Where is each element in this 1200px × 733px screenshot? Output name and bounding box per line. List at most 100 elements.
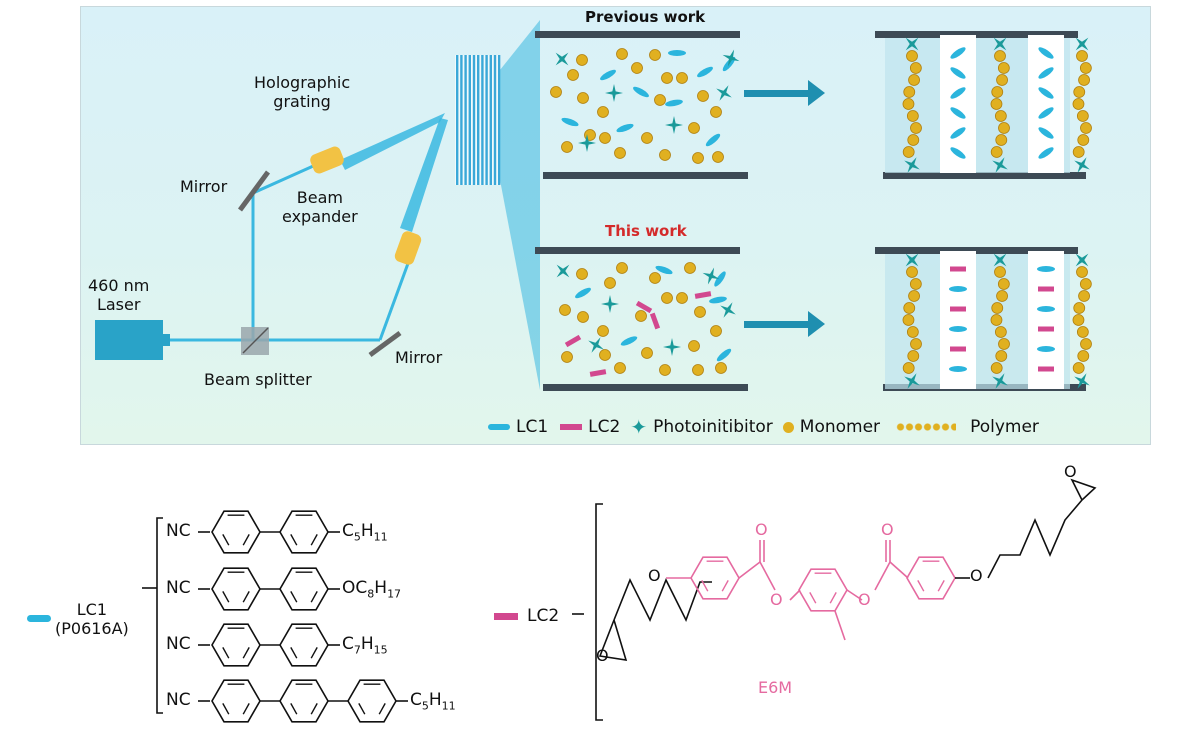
photoinitiator bbox=[992, 157, 1008, 173]
ring-double-bond bbox=[290, 591, 298, 603]
lc1-molecule bbox=[709, 296, 727, 304]
photoinitiator-shape bbox=[555, 52, 569, 66]
bond bbox=[738, 561, 761, 579]
left-epoxide-oxygen: O bbox=[596, 646, 609, 665]
lc1-molecule bbox=[633, 86, 649, 98]
ring-double-bond bbox=[917, 580, 925, 592]
monomer bbox=[903, 86, 916, 98]
ring-double-bond bbox=[829, 592, 837, 604]
monomer bbox=[906, 326, 919, 338]
ring-double-bond bbox=[310, 591, 318, 603]
legend-polymer: Polymer bbox=[970, 417, 1039, 437]
ring-double-bond bbox=[222, 703, 230, 715]
lc1-molecule bbox=[1037, 266, 1055, 272]
ring-double-bond bbox=[222, 534, 230, 546]
lc2-molecule bbox=[1038, 326, 1054, 332]
monomer bbox=[659, 149, 671, 161]
lc1-molecule bbox=[949, 286, 967, 292]
lc1-molecule bbox=[561, 117, 579, 127]
monomer bbox=[635, 310, 647, 322]
photoinitiator bbox=[904, 373, 920, 389]
chemical-structures bbox=[142, 478, 1097, 723]
lc2-molecule bbox=[1038, 286, 1054, 292]
monomer bbox=[1072, 98, 1085, 110]
lc1-code: (P0616A) bbox=[55, 619, 129, 638]
photoinitiator bbox=[1075, 253, 1089, 267]
e6m-ring-1 bbox=[690, 556, 740, 600]
grating-line bbox=[472, 55, 476, 185]
monomer bbox=[995, 350, 1008, 362]
monomer bbox=[994, 110, 1007, 122]
lc1-molecule bbox=[1037, 306, 1055, 312]
monomer bbox=[654, 94, 666, 106]
carbonyl-oxygen-2: O bbox=[881, 520, 894, 539]
monomer bbox=[1079, 62, 1092, 74]
photoinitiator bbox=[588, 337, 604, 353]
monomer bbox=[577, 311, 589, 323]
monomer bbox=[661, 72, 673, 84]
photoinitiator bbox=[578, 134, 596, 152]
beam-expander-upper bbox=[310, 146, 344, 174]
photoinitiator-shape bbox=[1075, 37, 1089, 51]
photoinitiator bbox=[722, 49, 740, 67]
beam-expander-label: Beam expander bbox=[282, 188, 358, 226]
benzene-ring bbox=[211, 679, 261, 723]
ring-double-bond bbox=[937, 580, 945, 592]
grating-line bbox=[464, 55, 467, 185]
monomer bbox=[902, 146, 915, 158]
grating-line bbox=[477, 55, 480, 185]
left-alkyl-chain bbox=[613, 578, 712, 623]
photoinitiator-shape bbox=[904, 157, 920, 173]
lc1-molecule bbox=[1038, 87, 1054, 99]
monomer bbox=[597, 325, 609, 337]
monomer bbox=[996, 290, 1008, 302]
ring-double-bond bbox=[290, 647, 298, 659]
lc2-molecule bbox=[950, 346, 966, 352]
photoinitiator-shape bbox=[992, 373, 1008, 389]
monomer bbox=[908, 74, 920, 86]
photoinitiator-shape bbox=[993, 253, 1007, 267]
photoinitiator-shape bbox=[905, 37, 919, 51]
lc1-molecule bbox=[950, 127, 966, 139]
ring-double-bond bbox=[222, 591, 230, 603]
photoinitiator-shape bbox=[605, 84, 623, 102]
monomer bbox=[631, 62, 643, 74]
monomer bbox=[1076, 50, 1088, 62]
laser-label: 460 nm Laser bbox=[88, 276, 149, 314]
monomer bbox=[906, 266, 918, 278]
beam-expander-line2: expander bbox=[282, 207, 358, 226]
photoinitiator-shape bbox=[993, 37, 1007, 51]
mirror-bottom bbox=[368, 330, 402, 358]
lc1-head-group: NC bbox=[166, 578, 191, 598]
monomer bbox=[902, 98, 915, 110]
legend-lc1: LC1 bbox=[516, 417, 549, 437]
photoinitiator bbox=[993, 37, 1007, 51]
ring-double-bond bbox=[378, 703, 386, 715]
bond bbox=[846, 589, 863, 601]
monomer bbox=[991, 302, 1004, 314]
ring-double-bond bbox=[358, 703, 366, 715]
photoinitiator bbox=[1074, 373, 1090, 389]
mirror-top bbox=[237, 170, 271, 212]
lc1-molecule bbox=[716, 348, 732, 362]
beam-expander-lower bbox=[394, 231, 422, 265]
lc1-bracket bbox=[156, 517, 163, 714]
grating-line1: Holographic bbox=[254, 73, 351, 92]
e6m-ring-2 bbox=[798, 568, 848, 612]
grating-line bbox=[456, 55, 459, 185]
ring-double-bond bbox=[290, 534, 298, 546]
monomer bbox=[559, 304, 571, 316]
lc2-molecule bbox=[1038, 366, 1054, 372]
lc1-tail-group: OC8H17 bbox=[342, 578, 402, 601]
legend-monomer: Monomer bbox=[799, 417, 881, 437]
lc1-molecule bbox=[1038, 147, 1054, 159]
monomer bbox=[994, 266, 1006, 278]
left-ether-oxygen: O bbox=[648, 566, 661, 585]
monomer bbox=[688, 122, 700, 134]
monomer bbox=[990, 314, 1003, 326]
ring-double-bond bbox=[701, 580, 709, 592]
lc1-legend-icon bbox=[488, 424, 510, 430]
monomer bbox=[997, 62, 1010, 74]
monomer bbox=[641, 347, 653, 359]
photoinitiator bbox=[904, 157, 920, 173]
